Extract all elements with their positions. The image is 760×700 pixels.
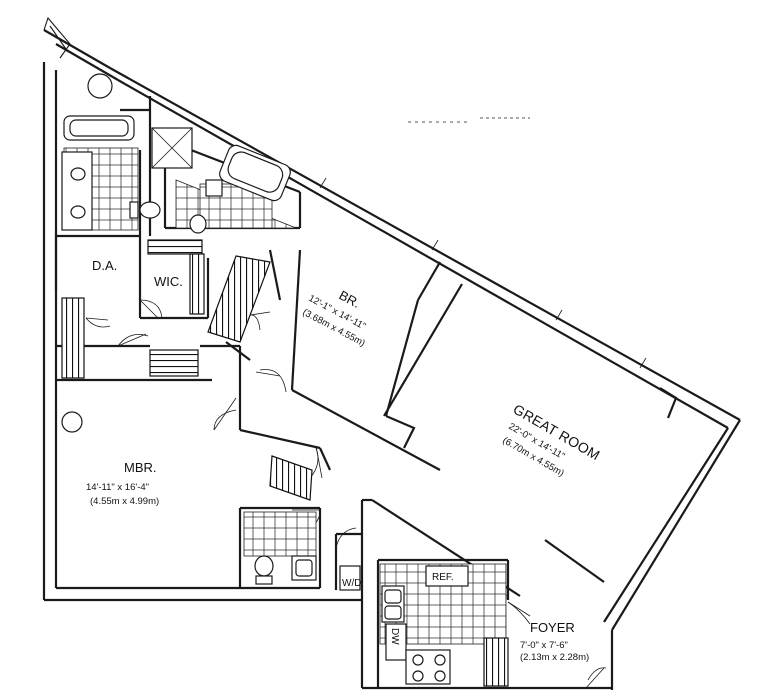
mbr-dim-metric: (4.55m x 4.99m): [90, 496, 159, 507]
closets: [61, 239, 509, 687]
ref-label: REF.: [432, 572, 454, 583]
bath-fixtures: [61, 73, 317, 585]
foyer-dim-imperial: 7'-0" x 7'-6": [520, 640, 568, 651]
dw-label: DW: [389, 628, 400, 645]
da-name: D.A.: [92, 258, 117, 273]
exterior-walls: [42, 16, 741, 690]
kitchen-fixtures: [339, 565, 469, 685]
wd-label: W/D: [342, 578, 361, 589]
mbr-dim-imperial: 14'-11" x 16'-4": [86, 482, 149, 493]
mbr-name: MBR.: [124, 460, 157, 475]
wic-name: WIC.: [154, 274, 183, 289]
foyer-dim-metric: (2.13m x 2.28m): [520, 652, 589, 663]
foyer-name: FOYER: [530, 620, 575, 635]
interior-walls: [54, 96, 678, 688]
